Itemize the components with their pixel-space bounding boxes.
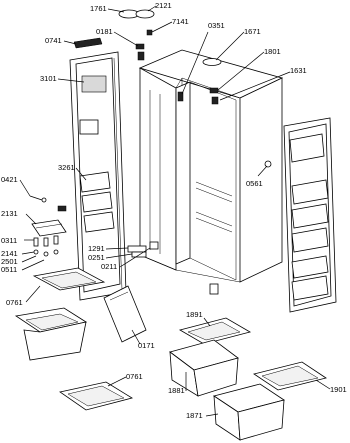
callout-2501: 2501 (1, 257, 18, 266)
callout-0761-lower: 0761 (126, 372, 143, 381)
freezer-basket (14, 307, 88, 361)
fresh-food-door (283, 117, 337, 313)
callout-labels: 1761 2121 7141 0181 0351 1671 0741 1801 … (1, 1, 347, 420)
crisper-drawer-1871 (213, 383, 285, 441)
callout-0251: 0251 (88, 253, 105, 262)
shelf-bracket-assembly (29, 195, 67, 257)
callout-2131: 2131 (1, 209, 18, 218)
refrigerator-cabinet (127, 43, 284, 295)
callout-1891: 1891 (186, 310, 203, 319)
callout-1901: 1901 (330, 385, 347, 394)
callout-0311: 0311 (1, 236, 17, 245)
callout-1881: 1881 (168, 386, 185, 395)
hinge-cover-parts (118, 9, 222, 66)
callout-0171: 0171 (138, 341, 155, 350)
freezer-door (69, 51, 127, 301)
callout-3261: 3261 (58, 163, 75, 172)
callout-0211: 0211 (101, 262, 117, 271)
callout-0561: 0561 (246, 179, 263, 188)
callout-2141: 2141 (1, 249, 18, 258)
leader-lines (19, 5, 331, 417)
gasket-top-bar (73, 37, 103, 49)
callout-1671: 1671 (244, 27, 261, 36)
callout-2121: 2121 (155, 1, 172, 10)
freezer-wire-shelf (32, 267, 106, 291)
callout-7141: 7141 (172, 17, 189, 26)
callout-0741: 0741 (45, 36, 62, 45)
callout-1801: 1801 (264, 47, 281, 56)
callout-1761: 1761 (90, 4, 107, 13)
callout-1871: 1871 (186, 411, 203, 420)
crisper-cover-panel (103, 285, 147, 343)
crisper-cover-1901 (253, 361, 327, 391)
callout-0181: 0181 (96, 27, 113, 36)
callout-0761-upper: 0761 (6, 298, 23, 307)
callout-0421: 0421 (1, 175, 18, 184)
crisper-cover-1891 (178, 317, 252, 345)
callout-3101: 3101 (40, 74, 57, 83)
crisper-drawer-1881 (169, 339, 239, 397)
callout-0351: 0351 (208, 21, 225, 30)
lower-shelf (59, 381, 134, 411)
callout-1291: 1291 (88, 244, 105, 253)
callout-0511: 0511 (1, 265, 17, 274)
callout-1631: 1631 (290, 66, 307, 75)
